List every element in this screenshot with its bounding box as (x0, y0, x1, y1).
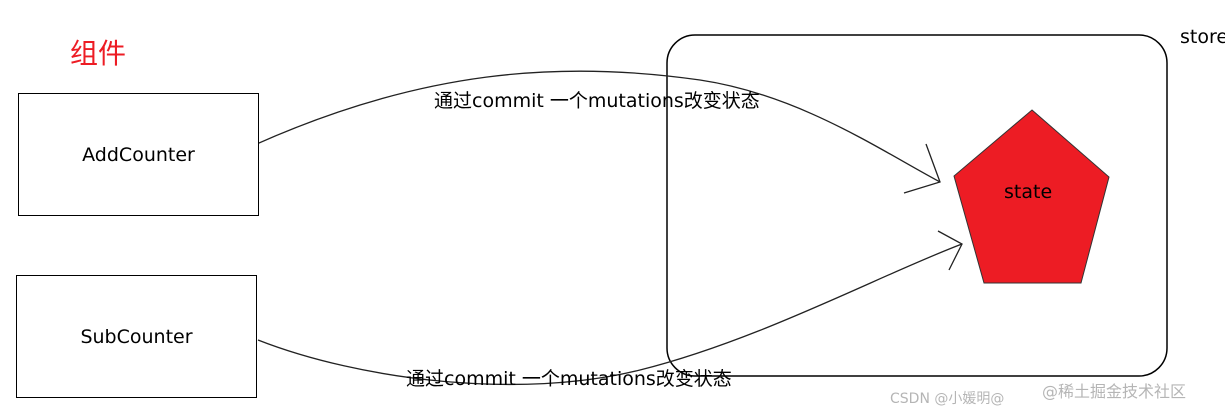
component-subcounter: SubCounter (16, 275, 257, 398)
component-label: SubCounter (80, 325, 193, 348)
arrowhead-top (903, 143, 941, 194)
edge-label-top: 通过commit 一个mutations改变状态 (434, 90, 760, 112)
component-addcounter: AddCounter (18, 93, 259, 216)
edge-label-bottom: 通过commit 一个mutations改变状态 (406, 368, 732, 390)
arrowhead-bottom (937, 230, 963, 271)
watermark: @稀土掘金技术社区 (1042, 382, 1187, 401)
edge-subcounter-to-state (257, 243, 963, 386)
state-pentagon (953, 109, 1110, 284)
edge-addcounter-to-state (249, 70, 941, 183)
watermark-secondary: CSDN @小媛明@ (890, 391, 1005, 407)
state-label: state (1004, 181, 1053, 203)
store-container (666, 34, 1168, 377)
component-label: AddCounter (82, 143, 195, 166)
store-label: store (1180, 26, 1225, 48)
components-label: 组件 (70, 37, 127, 70)
